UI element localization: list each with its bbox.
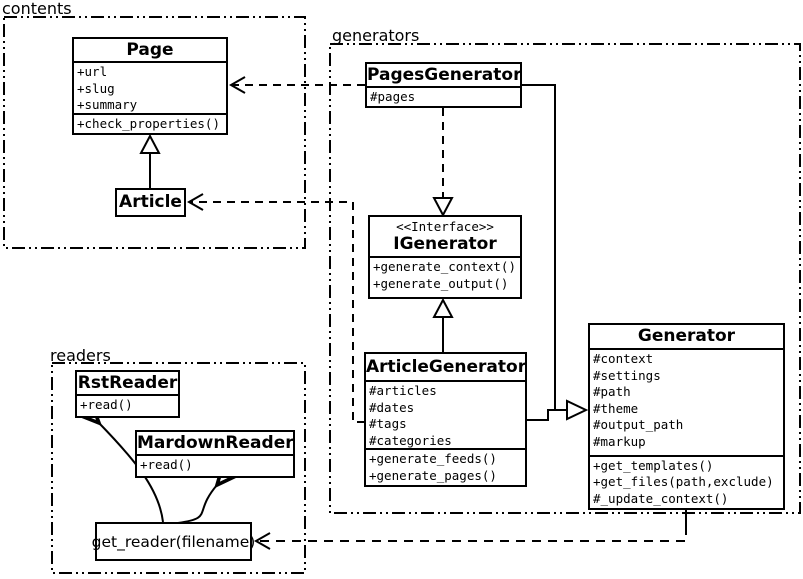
class-rst-reader-methods: +read() — [77, 394, 178, 416]
uml-member-row: #articles — [369, 383, 437, 398]
uml-member-row: #theme — [593, 400, 639, 416]
class-generator-attributes: #context#settings#path#theme#output_path… — [590, 348, 783, 455]
uml-member-row: +get_files(path,exclude) — [593, 474, 774, 489]
pagesgenerator-to-generator-line — [522, 84, 567, 411]
class-mardown-reader-title: MardownReader — [137, 433, 294, 453]
uml-member-row: #tags — [369, 416, 407, 431]
class-article-title: Article — [119, 192, 182, 212]
uml-member-row: #output_path — [593, 417, 684, 432]
class-pages-generator: PagesGenerator #pages — [365, 62, 522, 108]
pagesgenerator-to-igenerator-triangle-icon — [432, 197, 454, 218]
uml-member-row: +read() — [80, 397, 133, 412]
class-article-generator-attributes: #articles#dates#tags#categories — [366, 380, 525, 448]
class-page-attributes: +url+slug+summary — [74, 61, 226, 113]
class-igenerator-header: <<Interface>> IGenerator — [370, 217, 520, 256]
getreader-to-mardownreader-curve — [177, 485, 217, 524]
uml-member-row: +check_properties() — [77, 115, 220, 131]
uml-member-row: #markup — [593, 433, 646, 449]
uml-member-row: +read() — [140, 457, 193, 472]
class-igenerator-title: IGenerator — [393, 234, 497, 254]
articlegenerator-to-generator-line — [527, 409, 567, 421]
class-pages-generator-title: PagesGenerator — [367, 65, 522, 85]
page-dependency-arrowhead-icon — [228, 76, 246, 94]
class-generator: Generator #context#settings#path#theme#o… — [588, 323, 785, 510]
class-mardown-reader: MardownReader +read() — [135, 430, 295, 478]
articlegenerator-to-article-dashed-line — [191, 201, 365, 423]
article-to-page-triangle-icon — [139, 133, 161, 154]
class-igenerator: <<Interface>> IGenerator +generate_conte… — [368, 215, 522, 299]
class-article: Article — [115, 188, 186, 217]
class-igenerator-stereotype: <<Interface>> — [396, 219, 494, 234]
uml-member-row: #path — [593, 384, 631, 399]
class-page-title: Page — [126, 40, 174, 60]
class-rst-reader: RstReader +read() — [75, 370, 180, 418]
uml-member-row: +generate_feeds() — [369, 451, 497, 466]
generator-generalization-triangle-icon — [566, 399, 589, 421]
function-get-reader: get_reader(filename) — [92, 522, 255, 561]
uml-member-row: +summary — [77, 97, 138, 112]
class-article-generator-title: ArticleGenerator — [366, 357, 527, 377]
readers-package-border — [51, 362, 306, 574]
uml-member-row: #settings — [593, 367, 661, 383]
contents-package-border — [3, 16, 306, 249]
uml-member-row: #_update_context() — [593, 490, 729, 506]
class-page: Page +url+slug+summary +check_properties… — [72, 37, 228, 135]
contents-package-label: contents — [2, 0, 72, 18]
class-igenerator-methods: +generate_context()+generate_output() — [370, 256, 520, 297]
generators-package-label: generators — [332, 26, 420, 45]
class-article-generator: ArticleGenerator #articles#dates#tags#ca… — [364, 352, 527, 487]
uml-member-row: +generate_context() — [373, 259, 516, 274]
generator-to-getreader-dashed-line — [258, 526, 687, 542]
uml-member-row: +generate_pages() — [369, 467, 497, 483]
getreader-dependency-arrowhead-icon — [253, 532, 271, 550]
uml-member-row: +generate_output() — [373, 275, 509, 291]
class-article-generator-methods: +generate_feeds()+generate_pages() — [366, 448, 525, 485]
class-pages-generator-attributes: #pages — [367, 86, 520, 106]
articlegenerator-to-igenerator-triangle-icon — [432, 297, 454, 318]
uml-member-row: #categories — [369, 432, 452, 448]
uml-member-row: #dates — [369, 399, 415, 415]
uml-member-row: +slug — [77, 80, 115, 96]
uml-member-row: #pages — [370, 89, 416, 104]
uml-member-row: +get_templates() — [593, 457, 714, 473]
generators-package-border — [329, 43, 801, 514]
article-dependency-arrowhead-icon — [186, 193, 204, 211]
class-page-methods: +check_properties() — [74, 112, 226, 134]
readers-package-label: readers — [50, 346, 111, 365]
class-generator-title: Generator — [637, 326, 736, 346]
function-get-reader-label: get_reader(filename) — [91, 532, 256, 551]
uml-member-row: #context — [593, 351, 654, 366]
class-mardown-reader-methods: +read() — [137, 454, 293, 476]
uml-member-row: +url — [77, 64, 108, 79]
class-rst-reader-title: RstReader — [77, 373, 178, 393]
class-generator-methods: +get_templates()+get_files(path,exclude)… — [590, 454, 783, 509]
